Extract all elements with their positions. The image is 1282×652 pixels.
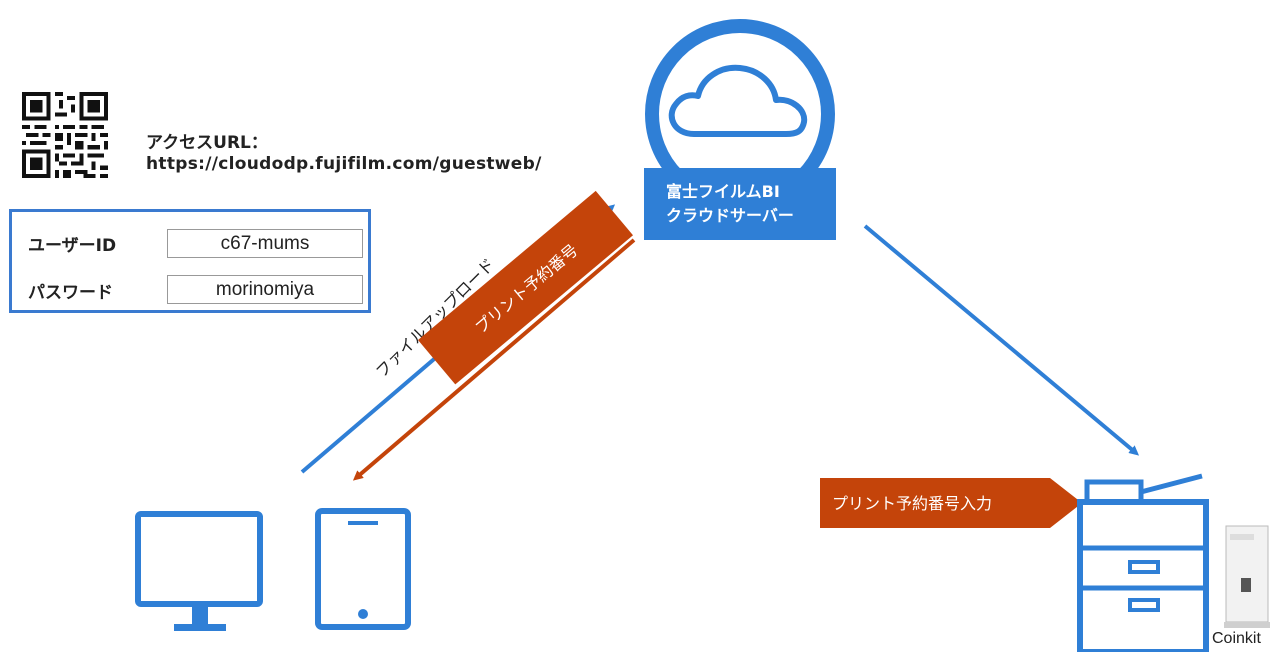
password-field: morinomiya <box>167 275 363 304</box>
user-id-label: ユーザーID <box>28 236 117 256</box>
reservation-input-label: プリント予約番号入力 <box>832 494 993 513</box>
password-label: パスワード <box>28 283 113 303</box>
monitor-icon <box>135 511 263 631</box>
coinkit-label: Coinkit <box>1212 630 1261 647</box>
qr-code <box>22 92 108 178</box>
access-url-label: アクセスURL： <box>146 133 268 153</box>
access-url: https://cloudodp.fujifilm.com/guestweb/ <box>146 154 542 174</box>
print-arrow <box>863 224 1140 456</box>
cloud-server-name-line1: 富士フイルムBI <box>666 182 780 201</box>
user-id-field: c67-mums <box>167 229 363 258</box>
cloud-server-label: 富士フイルムBI クラウドサーバー <box>644 168 836 240</box>
input-tag-shape <box>820 478 1082 528</box>
credentials-box: ユーザーID c67-mums パスワード morinomiya <box>9 209 371 313</box>
tablet-icon <box>315 508 411 630</box>
reservation-arrow <box>352 238 636 481</box>
cloud-server-name-line2: クラウドサーバー <box>666 206 794 225</box>
printer-icon <box>1077 473 1209 652</box>
coinkit-kiosk-icon <box>1224 525 1270 628</box>
